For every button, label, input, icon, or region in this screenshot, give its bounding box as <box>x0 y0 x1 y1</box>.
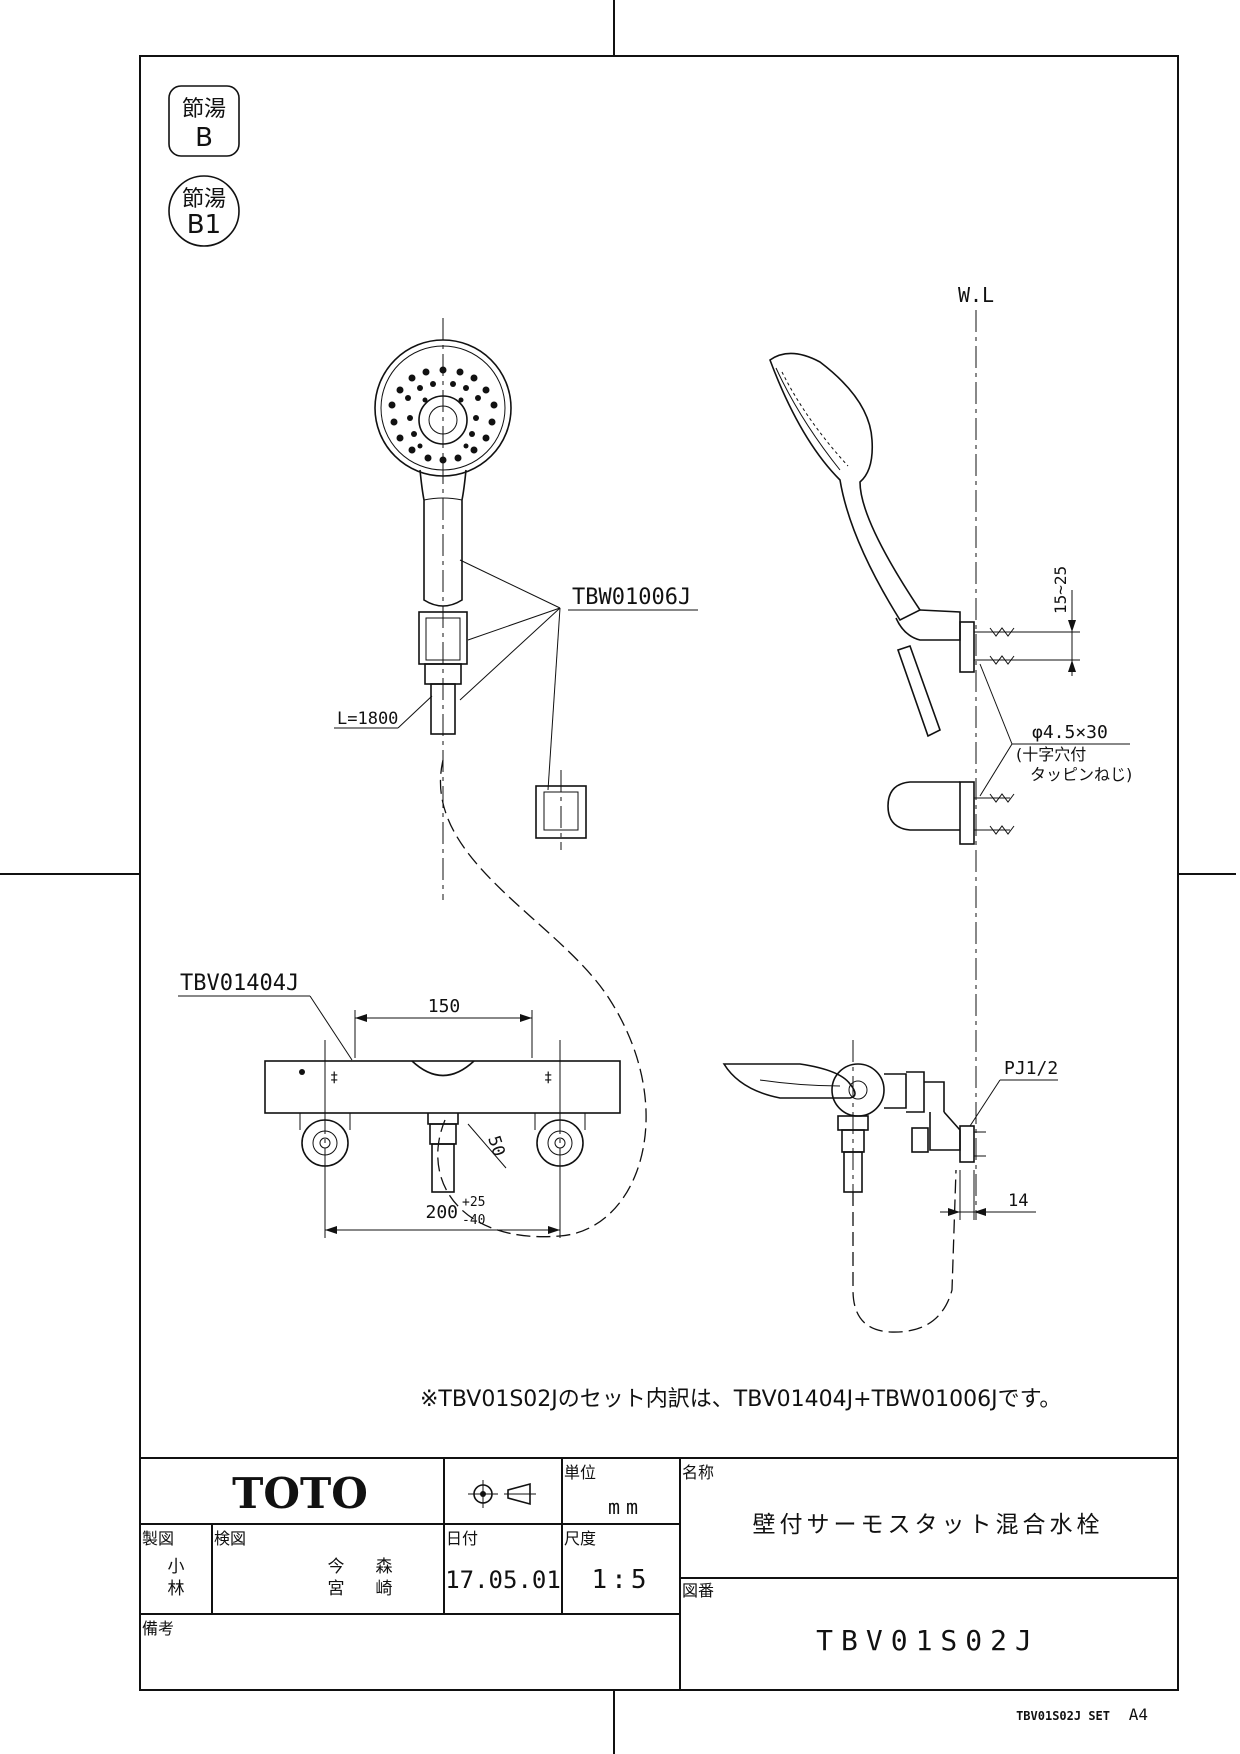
unit-label: 単位 <box>564 1463 596 1482</box>
hand-shower-front-view <box>374 318 512 900</box>
set-composition-note: ※TBV01S02Jのセット内訳は、TBV01404J+TBW01006Jです。 <box>420 1387 1061 1412</box>
checked-by-2b: 崎 <box>376 1579 393 1599</box>
dim-14: 14 <box>940 1170 1036 1220</box>
dim-200-minus: -40 <box>462 1213 485 1228</box>
dim-50-label: 50 <box>483 1133 508 1159</box>
checked-by-1a: 今 <box>328 1557 345 1577</box>
brand-logo: TOTO <box>232 1469 368 1518</box>
hand-shower-side-view <box>769 352 1015 738</box>
date-value: 17.05.01 <box>445 1566 561 1594</box>
product-name: 壁付サーモスタット混合水栓 <box>753 1512 1104 1538</box>
pipe-thread-leader <box>969 1079 1001 1127</box>
water-saving-badge-b1: 節湯 B1 <box>168 175 240 247</box>
scale-label: 尺度 <box>564 1529 596 1548</box>
hose-length-label: L=1800 <box>337 709 398 729</box>
third-angle-projection-symbol <box>468 1480 536 1508</box>
name-label: 名称 <box>682 1463 714 1482</box>
checked-by-1b: 森 <box>376 1557 393 1577</box>
valve-side-view <box>722 1040 986 1200</box>
dim-15-25: 15~25 <box>974 566 1080 676</box>
hand-shower-part-label: TBW01006J <box>572 585 691 610</box>
remarks-label: 備考 <box>142 1619 174 1638</box>
hose-side-dashed <box>852 1169 957 1333</box>
valve-label-leader <box>309 995 353 1061</box>
badge-b-line2: B <box>195 123 213 153</box>
drawn-by-2: 林 <box>168 1579 185 1599</box>
hose-dashed <box>437 759 647 1238</box>
dim-15-25-label: 15~25 <box>1051 566 1070 614</box>
badge-b-line1: 節湯 <box>182 97 226 122</box>
dim-14-label: 14 <box>1008 1191 1028 1211</box>
checked-label: 検図 <box>214 1529 246 1548</box>
svg-text:‡: ‡ <box>544 1070 552 1086</box>
dim-200: 200 +25 -40 <box>324 1170 561 1238</box>
drawing-number-label: 図番 <box>682 1581 714 1600</box>
screw-spec-label: φ4.5×30 <box>1032 722 1108 743</box>
title-block <box>140 1457 1178 1690</box>
badge-b1-line2: B1 <box>187 210 221 240</box>
bracket-detail <box>535 770 587 850</box>
dim-150-label: 150 <box>428 996 461 1017</box>
water-line-label: W.L <box>958 283 994 307</box>
pipe-thread-label: PJ1/2 <box>1004 1058 1058 1079</box>
dim-150: 150 <box>354 996 533 1058</box>
screw-callout <box>979 663 1130 797</box>
bracket-side-view <box>887 781 1015 845</box>
valve-front-view: ‡ ‡ <box>264 1040 621 1200</box>
badge-b1-line1: 節湯 <box>182 187 226 212</box>
paper-size: A4 <box>1129 1705 1148 1724</box>
drawing-number: TBV01S02J <box>816 1624 1040 1657</box>
water-saving-badge-b: 節湯 B <box>168 85 240 157</box>
sheet-id: TBV01S02J SET <box>1016 1709 1110 1723</box>
scale-value: 1:5 <box>592 1565 651 1595</box>
dim-200-plus: +25 <box>462 1195 485 1210</box>
dim-50: 50 <box>467 1123 509 1169</box>
date-label: 日付 <box>446 1529 478 1548</box>
drawn-by-1: 小 <box>168 1557 185 1577</box>
svg-text:‡: ‡ <box>330 1070 338 1086</box>
drawn-label: 製図 <box>142 1529 174 1548</box>
screw-desc-2: タッピンねじ) <box>1030 765 1132 784</box>
hose-length-leader <box>397 695 433 729</box>
sheet-frame <box>139 55 1179 1691</box>
checked-by-2a: 宮 <box>328 1579 345 1599</box>
unit-value: mm <box>608 1495 644 1519</box>
valve-part-label: TBV01404J <box>180 971 299 996</box>
screw-desc-1: (十字穴付 <box>1016 745 1086 764</box>
hand-shower-leaders <box>459 559 698 791</box>
dim-200-label: 200 <box>425 1202 458 1223</box>
